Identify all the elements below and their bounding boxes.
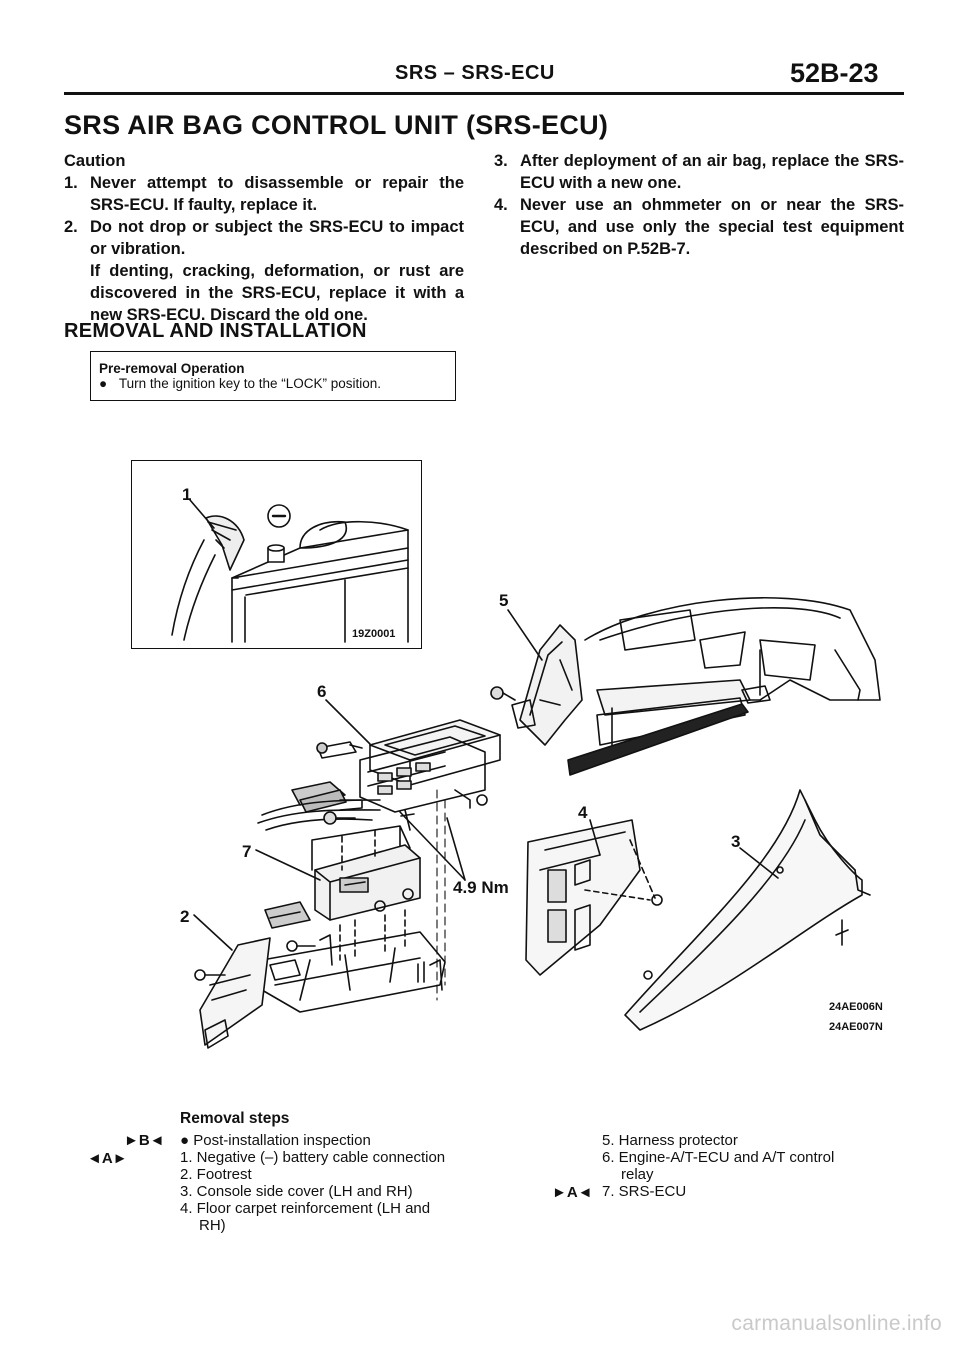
step-4: 4. Floor carpet reinforcement (LH and (180, 1200, 431, 1217)
figure-code-19z0001: 19Z0001 (352, 628, 395, 640)
page-number: 52B-23 (790, 58, 879, 88)
battery-drawing (171, 499, 409, 643)
bullet-icon: ● (99, 376, 108, 391)
caution-left-column: Caution 1. Never attempt to disassemble … (64, 150, 464, 326)
page-title: SRS AIR BAG CONTROL UNIT (SRS-ECU) (64, 110, 609, 140)
caution-item-4: 4. Never use an ohmmeter on or near the … (494, 196, 904, 258)
callout-5: 5 (499, 591, 508, 610)
pre-removal-box: Pre-removal Operation ● Turn the ignitio… (90, 351, 456, 401)
running-header-title: SRS – SRS-ECU (395, 62, 555, 84)
caution-heading: Caution (64, 152, 126, 170)
step-6-continuation: relay (621, 1166, 654, 1183)
removal-steps-left: ● Post-installation inspection 1. Negati… (180, 1132, 480, 1234)
negative-terminal-icon (267, 504, 291, 528)
pre-removal-item: ● Turn the ignition key to the “LOCK” po… (99, 376, 382, 391)
callout-1: 1 (182, 485, 191, 504)
removal-steps-title: Removal steps (180, 1110, 290, 1127)
figure-code-24ae006n: 24AE006N (829, 1001, 883, 1013)
console-side-cover-drawing (624, 789, 871, 1031)
step-3: 3. Console side cover (LH and RH) (180, 1183, 413, 1200)
step-4-continuation: RH) (199, 1217, 226, 1234)
service-mark-a-install: ►A◄ (552, 1184, 593, 1201)
harness-protector-drawing (490, 624, 583, 746)
step-7: 7. SRS-ECU (602, 1183, 687, 1200)
battery-inset-frame (131, 460, 422, 649)
header-rule (64, 92, 904, 95)
watermark: carmanualsonline.info (731, 1312, 942, 1335)
caution-right-column: 3. After deployment of an air bag, repla… (494, 150, 904, 260)
carpet-reinforcement-drawing (525, 819, 663, 976)
step-2: 2. Footrest (180, 1166, 252, 1183)
caution-item-1: 1. Never attempt to disassemble or repai… (64, 174, 464, 214)
service-mark-a-removal: ◄A► (87, 1150, 128, 1167)
section-title: REMOVAL AND INSTALLATION (64, 320, 367, 342)
callout-4: 4 (578, 803, 588, 822)
figure-code-24ae007n: 24AE007N (829, 1021, 883, 1033)
ecu-assembly-drawing (194, 719, 501, 1049)
callout-7: 7 (242, 842, 251, 861)
removal-steps-right: 5. Harness protector 6. Engine-A/T-ECU a… (602, 1132, 902, 1200)
step-5: 5. Harness protector (602, 1132, 738, 1149)
caution-item-2-continuation: If denting, cracking, deformation, or ru… (90, 262, 464, 324)
callout-6: 6 (317, 682, 326, 701)
service-mark-b: ►B◄ (124, 1132, 165, 1149)
caution-item-2: 2. Do not drop or subject the SRS-ECU to… (64, 218, 464, 258)
caution-item-3: 3. After deployment of an air bag, repla… (494, 152, 904, 192)
torque-value: 4.9 Nm (453, 878, 509, 897)
step-1: 1. Negative (–) battery cable connection (180, 1149, 446, 1166)
step-post-installation: ● Post-installation inspection (180, 1132, 371, 1149)
step-6: 6. Engine-A/T-ECU and A/T control (602, 1149, 835, 1166)
callout-3: 3 (731, 832, 740, 851)
callout-2: 2 (180, 907, 189, 926)
pre-removal-title: Pre-removal Operation (99, 361, 245, 376)
dashboard-console-drawing (567, 597, 881, 776)
